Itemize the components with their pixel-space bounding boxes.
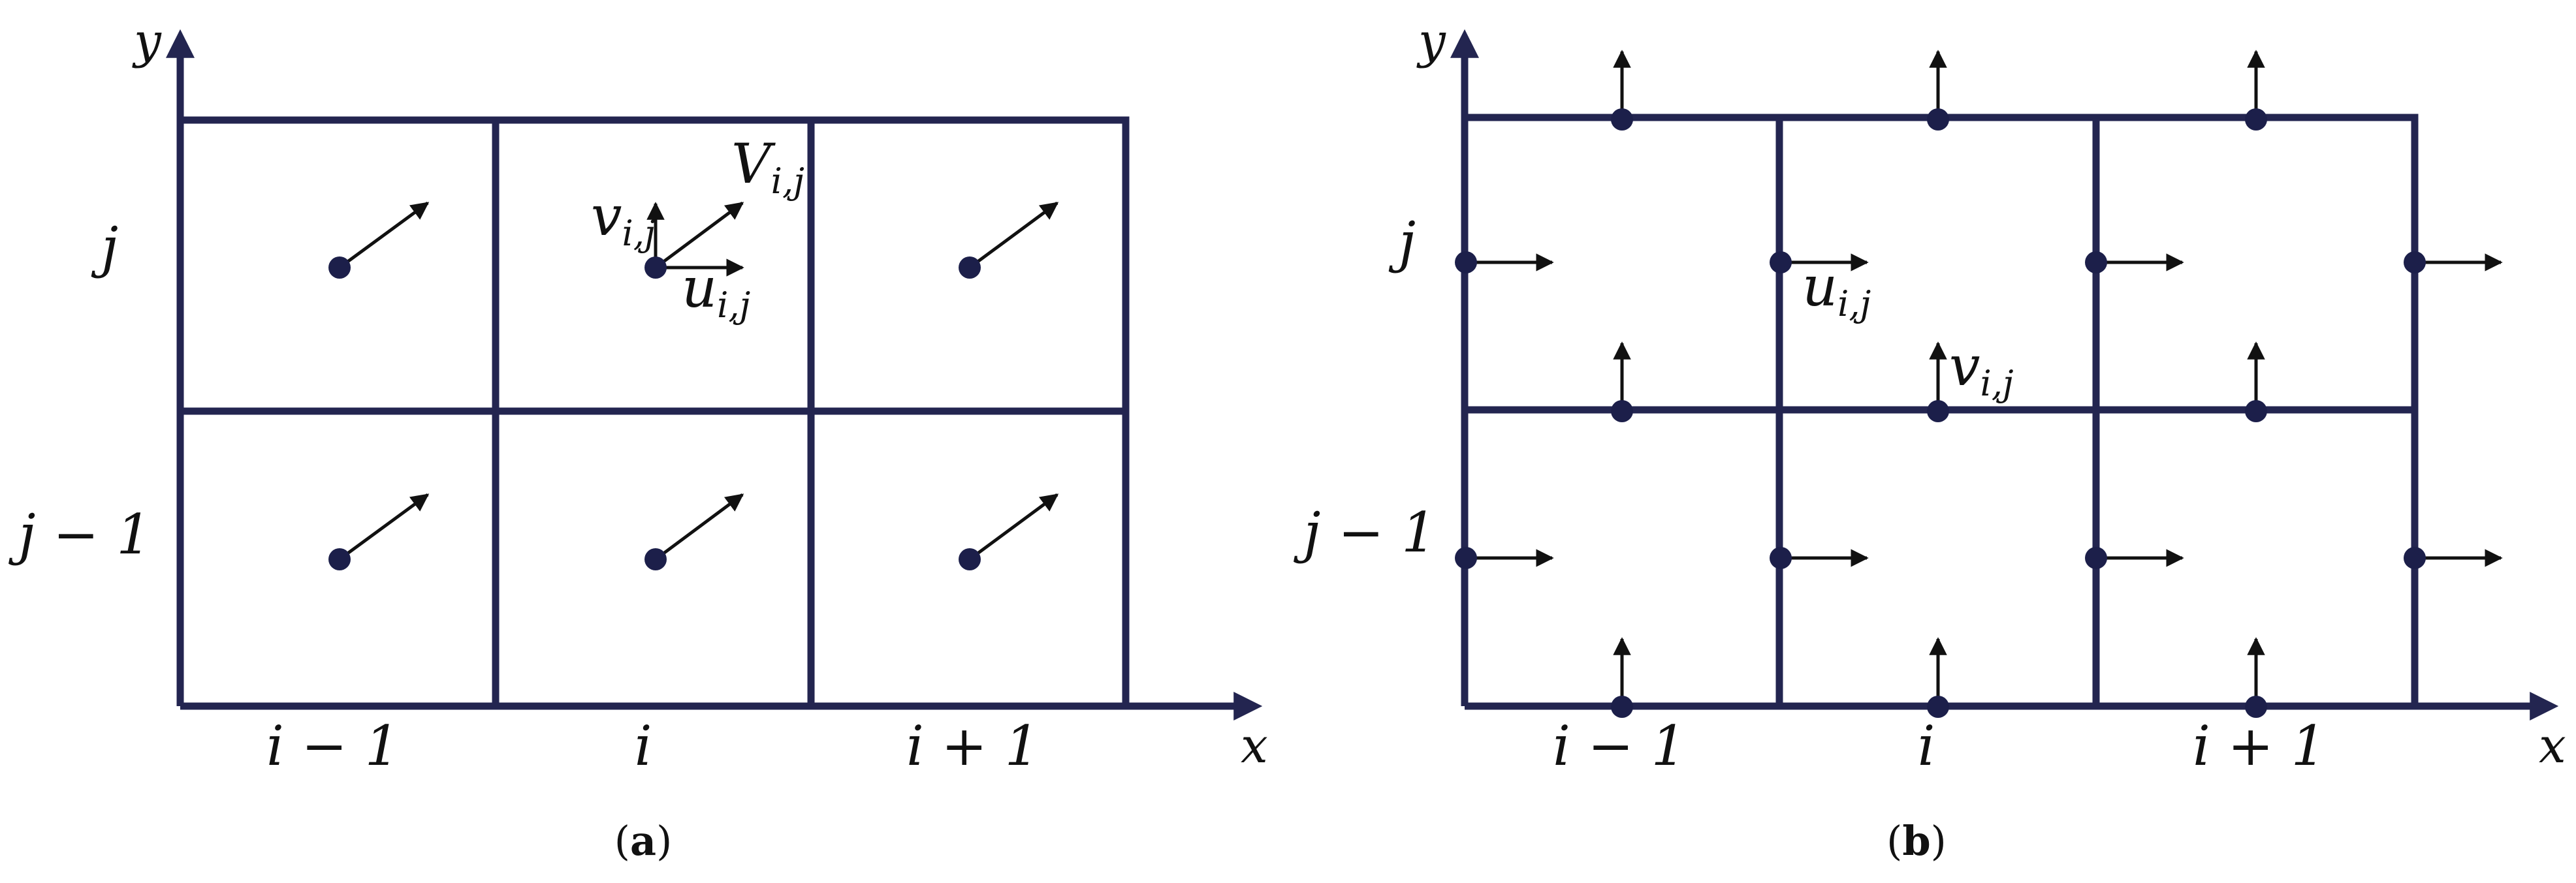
u-node-dot <box>1770 251 1792 273</box>
v-node-dot <box>2245 400 2267 422</box>
col-label-i-minus-1-a: i − 1 <box>266 714 400 778</box>
panel-b: ui,j vi,j y x j j − 1 i − 1 i i + 1 (b) <box>1293 13 2566 865</box>
cell-centre-dot <box>959 548 981 570</box>
v-component-label-a: vi,j <box>591 184 656 254</box>
v-node <box>2245 50 2267 131</box>
cell-centre-node <box>959 201 1059 279</box>
v-node <box>2245 637 2267 718</box>
v-node-dot <box>2245 696 2267 718</box>
v-node-dot <box>2245 108 2267 131</box>
velocity-vector-arrow <box>338 493 430 561</box>
u-node <box>2085 547 2184 569</box>
v-component-label-b: vi,j <box>1949 334 2014 404</box>
cell-centre-dot <box>644 256 667 279</box>
u-node <box>1455 547 1554 569</box>
caption-a: (a) <box>614 817 673 865</box>
col-label-i-plus-1-b: i + 1 <box>2193 714 2326 778</box>
v-node-dot <box>1927 696 1949 718</box>
cell-centre-node <box>644 201 744 279</box>
row-label-j-a: j <box>91 215 118 279</box>
cell-centre-node <box>644 493 744 570</box>
v-face-nodes <box>1611 50 2267 718</box>
v-node <box>1611 341 1633 422</box>
row-label-j-minus-1-b: j − 1 <box>1293 501 1436 565</box>
caption-b: (b) <box>1886 817 1947 865</box>
row-label-j-minus-1-a: j − 1 <box>8 503 151 566</box>
y-axis-label-b: y <box>1416 13 1446 69</box>
v-node <box>1611 50 1633 131</box>
row-label-j-b: j <box>1388 210 1416 274</box>
u-node-dot <box>2085 547 2107 569</box>
u-node-dot <box>2404 251 2426 273</box>
u-component-label-a: ui,j <box>682 256 750 326</box>
v-node <box>1611 637 1633 718</box>
v-node-dot <box>1611 696 1633 718</box>
u-node-dot <box>2085 251 2107 273</box>
cell-centre-dot <box>328 548 351 570</box>
x-axis-label-a: x <box>1241 718 1268 774</box>
cell-centre-node <box>959 493 1059 570</box>
u-face-nodes <box>1455 251 2503 569</box>
velocity-vector-arrow <box>968 493 1059 561</box>
v-node-dot <box>1611 400 1633 422</box>
velocity-label-a: Vi,j <box>731 132 804 202</box>
v-node-dot <box>1927 400 1949 422</box>
velocity-vector-arrow <box>654 493 744 561</box>
v-node <box>1927 341 1949 422</box>
u-node-dot <box>2404 547 2426 569</box>
v-node <box>1927 50 1949 131</box>
velocity-vector-arrow <box>968 201 1059 270</box>
v-node-dot <box>1611 108 1633 131</box>
cell-centre-node <box>328 201 430 279</box>
u-node <box>1770 547 1869 569</box>
v-node-dot <box>1927 108 1949 131</box>
x-axis-label-b: x <box>2539 718 2566 774</box>
col-label-i-minus-1-b: i − 1 <box>1553 714 1686 778</box>
u-node <box>1455 251 1554 273</box>
col-label-i-plus-1-a: i + 1 <box>906 714 1040 778</box>
u-node <box>2404 547 2503 569</box>
cell-centre-dot <box>328 256 351 279</box>
cell-centre-dot <box>644 548 667 570</box>
y-axis-label-a: y <box>132 13 162 69</box>
col-label-i-a: i <box>635 714 652 778</box>
velocity-vector-arrow <box>654 201 744 270</box>
u-component-label-b: ui,j <box>1802 255 1871 324</box>
grid-a <box>176 116 1130 710</box>
u-node-dot <box>1455 547 1477 569</box>
u-node-dot <box>1770 547 1792 569</box>
velocity-vector-arrow <box>338 201 430 270</box>
u-node <box>2404 251 2503 273</box>
v-node <box>1927 637 1949 718</box>
u-node-dot <box>1455 251 1477 273</box>
u-node <box>2085 251 2184 273</box>
cell-centre-dot <box>959 256 981 279</box>
col-label-i-b: i <box>1918 714 1935 778</box>
u-node <box>1770 251 1869 273</box>
v-node <box>2245 341 2267 422</box>
cell-centre-node <box>328 493 430 570</box>
panel-a: Vi,j vi,j ui,j y x j j − 1 i − 1 i i + 1… <box>8 13 1267 865</box>
